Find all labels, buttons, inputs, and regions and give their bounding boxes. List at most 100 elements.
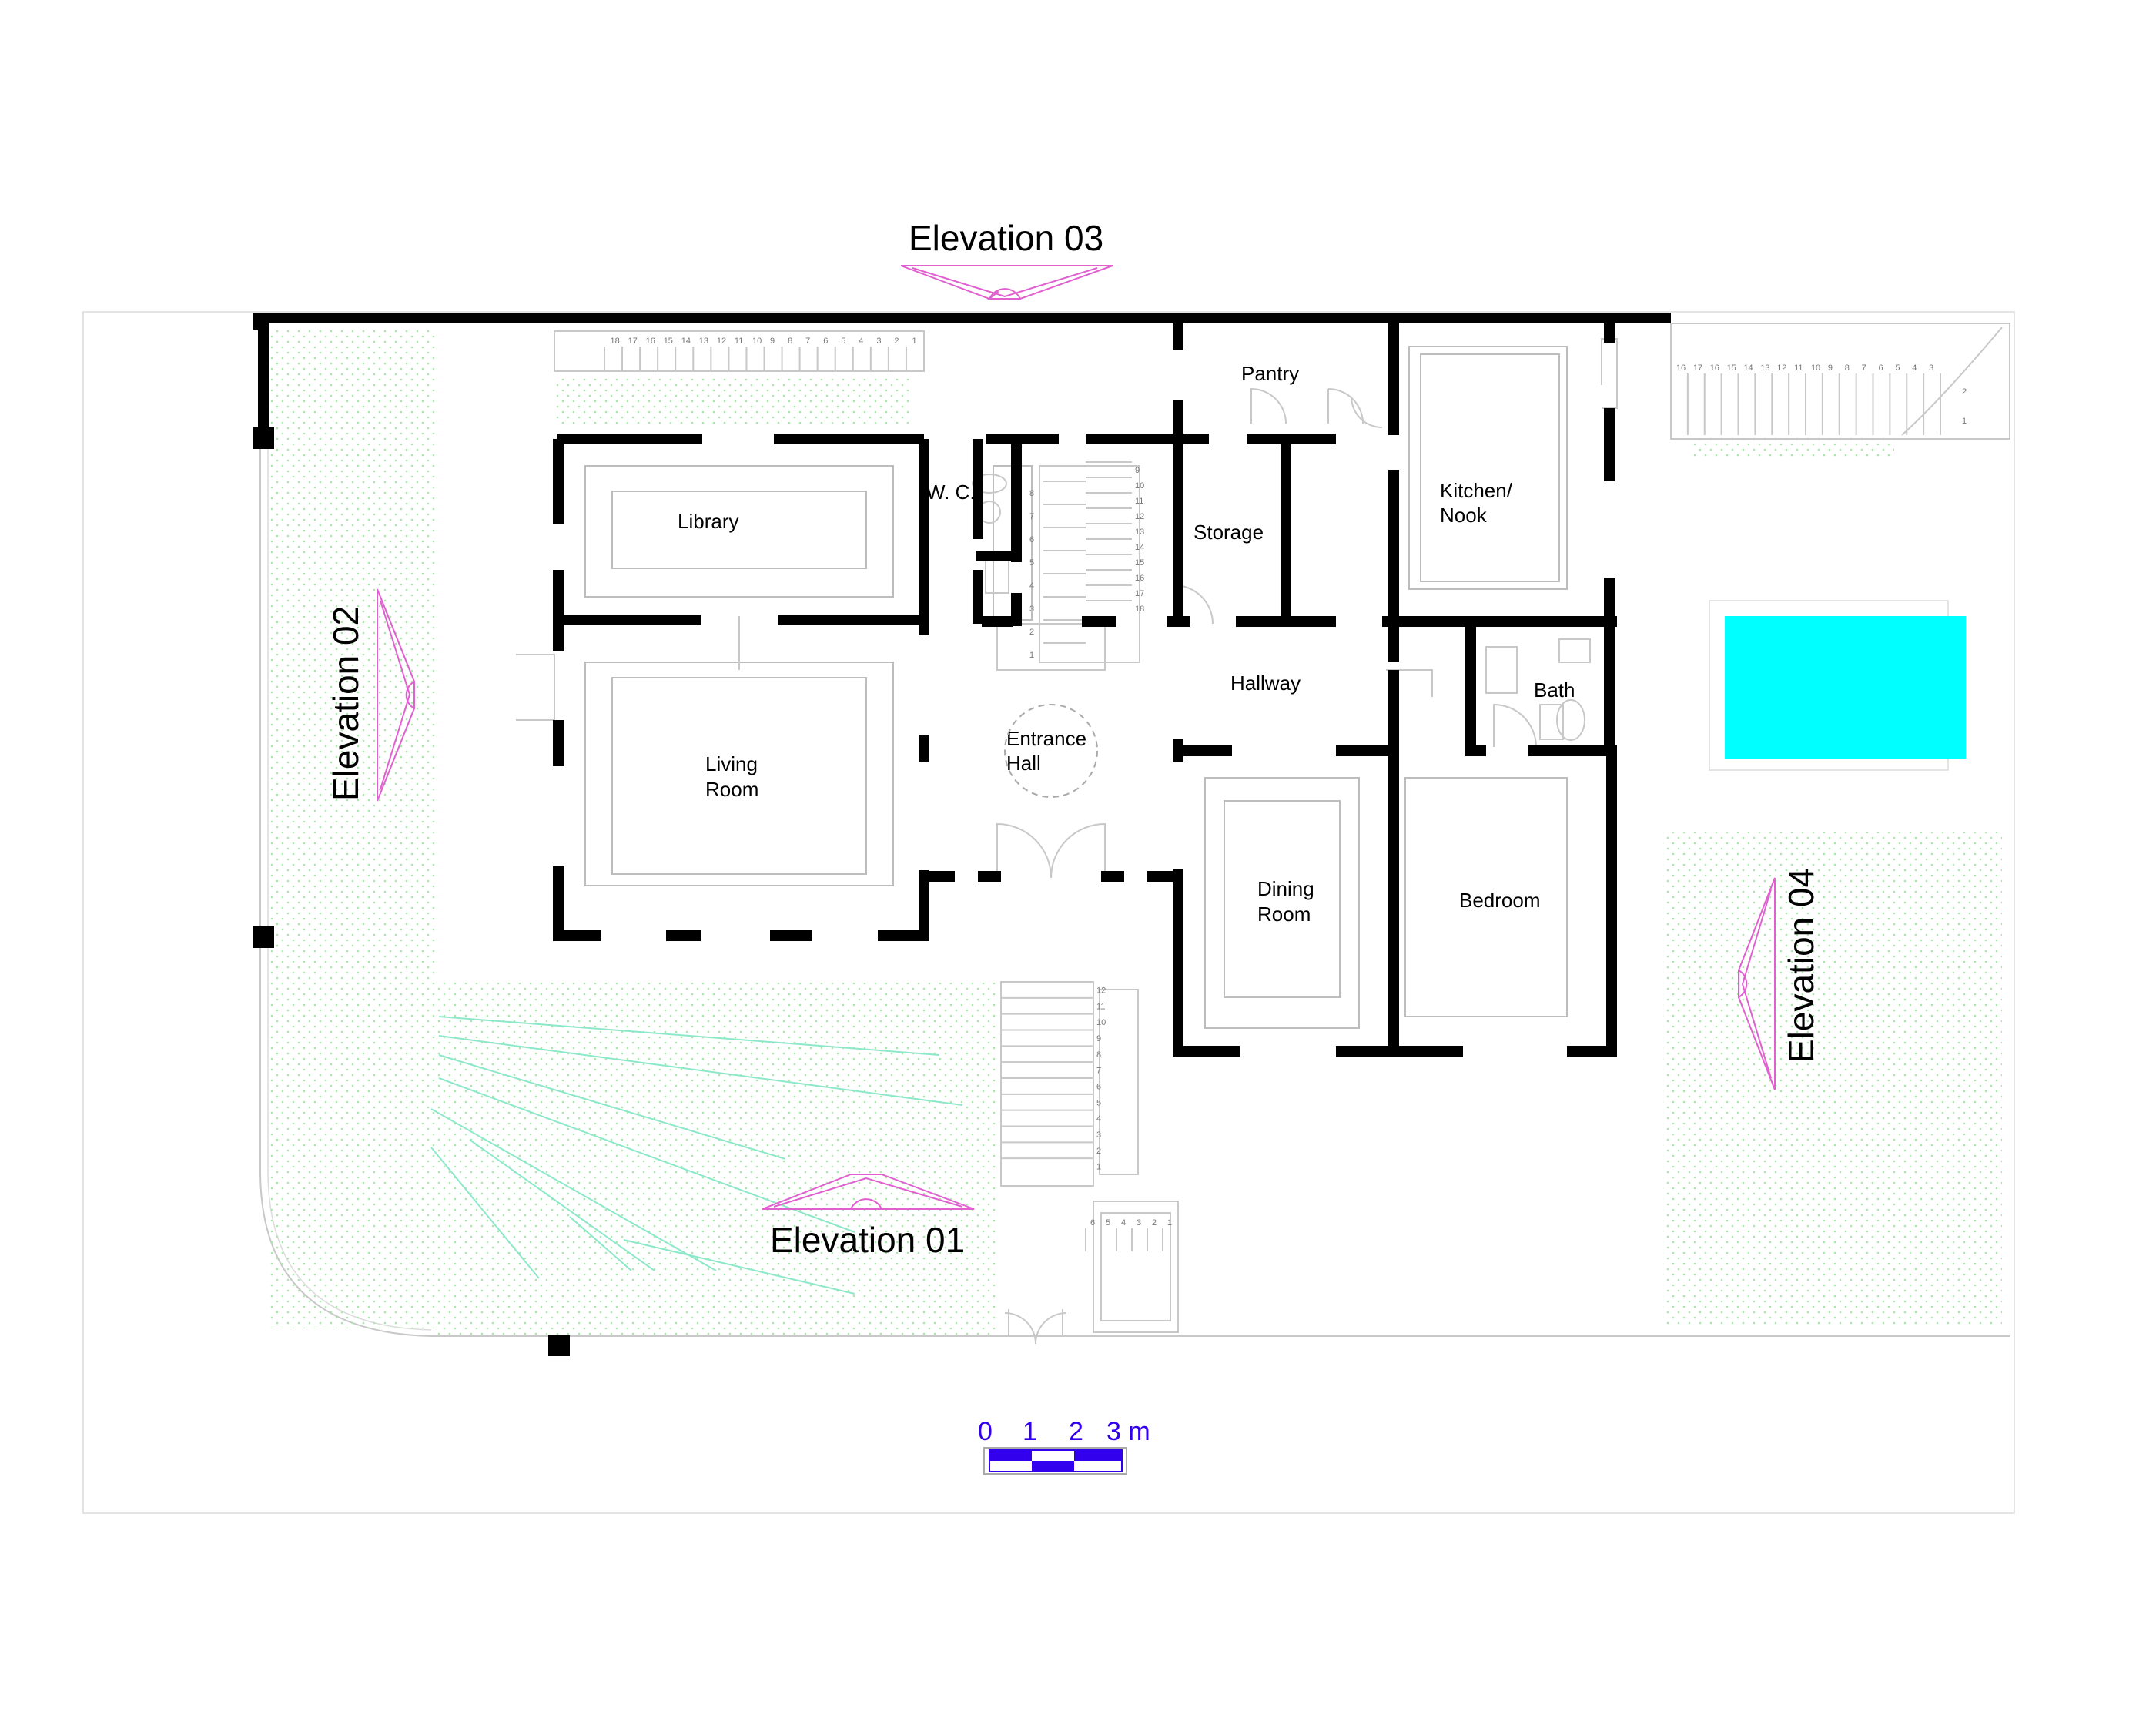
pool [1709,600,1966,771]
stair-center-right-number: 11 [1135,497,1143,506]
elevation-04-marker [1738,877,1776,1090]
stair-top-right-side-number: 2 [1962,387,1967,397]
stair-top-right-number: 7 [1862,363,1866,373]
room-label-hallway: Hallway [1230,672,1301,695]
stair-bottom-small-number: 5 [1106,1218,1110,1228]
stair-top-left-number: 4 [859,337,863,346]
stair-center-left-number: 4 [1029,581,1034,591]
stair-center-right-number: 13 [1135,528,1144,537]
stair-bottom-small-number: 1 [1167,1218,1172,1228]
stair-top-right-number: 9 [1828,363,1833,373]
room-label-kitchen-line1: Kitchen/ [1440,479,1513,502]
room-label-dining-line2: Room [1257,903,1311,926]
room-label-entrance-line2: Hall [1006,752,1041,775]
room-label-library: Library [678,510,738,533]
stair-top-right-number: 16 [1710,363,1719,373]
stair-bottom-number: 1 [1096,1163,1101,1172]
room-label-living-line2: Room [705,778,758,801]
columns [253,318,570,1356]
stair-top-left-number: 9 [770,337,775,346]
stair-bottom-small-number: 3 [1137,1218,1141,1228]
stair-top-right-number: 3 [1929,363,1933,373]
stair-top-left-number: 1 [912,337,916,346]
entrance-circle [1004,704,1098,798]
stair-bottom-number: 11 [1096,1002,1105,1011]
stair-top-left-number: 16 [646,337,655,346]
elevation-label-02: Elevation 02 [326,606,366,801]
stair-bottom-number: 3 [1096,1130,1101,1140]
scale-label-2: 2 [1069,1417,1083,1446]
scale-label-1: 1 [1023,1417,1037,1446]
stair-top-right-side-number: 1 [1962,417,1967,426]
stair-top-left-number: 18 [611,337,620,346]
stair-center-left-number: 7 [1029,512,1034,521]
elevation-01-marker [762,1174,975,1210]
scale-label-3m: 3 m [1106,1417,1150,1446]
stair-bottom-number: 5 [1096,1098,1101,1107]
room-label-storage: Storage [1194,521,1264,544]
elevation-label-03: Elevation 03 [909,218,1103,258]
stair-top-right-number: 12 [1777,363,1786,373]
stair-bottom-number: 8 [1096,1050,1101,1060]
stair-center-left-number: 3 [1029,605,1034,614]
stair-top-left-number: 10 [752,337,762,346]
elevation-label-01: Elevation 01 [770,1220,965,1260]
stair-top-left-number: 14 [681,337,691,346]
stair-top-right-number: 14 [1743,363,1753,373]
stair-bottom-number: 6 [1096,1082,1101,1091]
stair-bottom-number: 9 [1096,1034,1101,1043]
stair-top-left-number: 12 [717,337,726,346]
stair-center-left-number: 5 [1029,558,1034,568]
stair-center-right-number: 9 [1135,466,1140,475]
stair-top-left-number: 6 [823,337,828,346]
stair-top-right-number: 4 [1912,363,1917,373]
stair-bottom-number: 12 [1096,986,1106,995]
stair-bottom-small-number: 4 [1121,1218,1126,1228]
garden-fan-lines [430,1016,963,1295]
stair-top-right-number: 11 [1794,363,1803,373]
walls [253,313,1671,1057]
stair-top-left-number: 15 [664,337,673,346]
room-label-wc: W. C. [926,481,976,504]
stair-top-right-number: 10 [1811,363,1820,373]
furniture [584,346,1591,1029]
room-label-kitchen-line2: Nook [1440,504,1488,527]
stair-center-right-number: 16 [1135,574,1144,583]
room-label-dining-line1: Dining [1257,877,1314,900]
stair-top-right-number: 15 [1727,363,1736,373]
stair-center-right-number: 15 [1135,558,1144,568]
stair-top-left-number: 5 [841,337,845,346]
room-label-bath: Bath [1534,678,1575,702]
stair-bottom-number: 4 [1096,1114,1101,1124]
stair-center-right-number: 12 [1135,512,1144,521]
room-label-bedroom: Bedroom [1459,889,1541,912]
elevation-02-marker [377,588,415,802]
stair-center-right-number: 18 [1135,605,1144,614]
stair-bottom-number: 2 [1096,1147,1101,1156]
garden-areas [268,327,2002,1336]
stair-center-left-number: 1 [1029,651,1034,660]
stair-bottom-number: 7 [1096,1067,1101,1076]
stair-top-left-number: 11 [735,337,743,346]
stair-center-left-number: 8 [1029,489,1034,498]
stair-top-right-number: 8 [1845,363,1850,373]
scale-bar: 0 1 2 3 m [978,1417,1150,1475]
stair-top-right-number: 6 [1878,363,1883,373]
stair-top-left-number: 7 [805,337,810,346]
room-label-entrance-line1: Entrance [1006,727,1086,750]
elevation-labels: Elevation 03 Elevation 01 Elevation 02 E… [326,218,1821,1260]
stair-top-left-number: 2 [894,337,899,346]
stair-top-left-number: 17 [628,337,638,346]
elevation-03-marker [900,265,1113,300]
stair-top-left-number: 13 [699,337,708,346]
stair-center-left-number: 2 [1029,628,1034,637]
stair-center-right-number: 14 [1135,543,1144,552]
scale-label-0: 0 [978,1417,993,1446]
stair-top-right-number: 16 [1676,363,1686,373]
room-label-pantry: Pantry [1241,362,1299,385]
room-labels: Library W. C. Storage Pantry Kitchen/ No… [678,362,1575,926]
stair-center-right-number: 10 [1135,481,1144,491]
stair-bottom-small-number: 6 [1090,1218,1095,1228]
elevation-label-04: Elevation 04 [1781,868,1821,1063]
